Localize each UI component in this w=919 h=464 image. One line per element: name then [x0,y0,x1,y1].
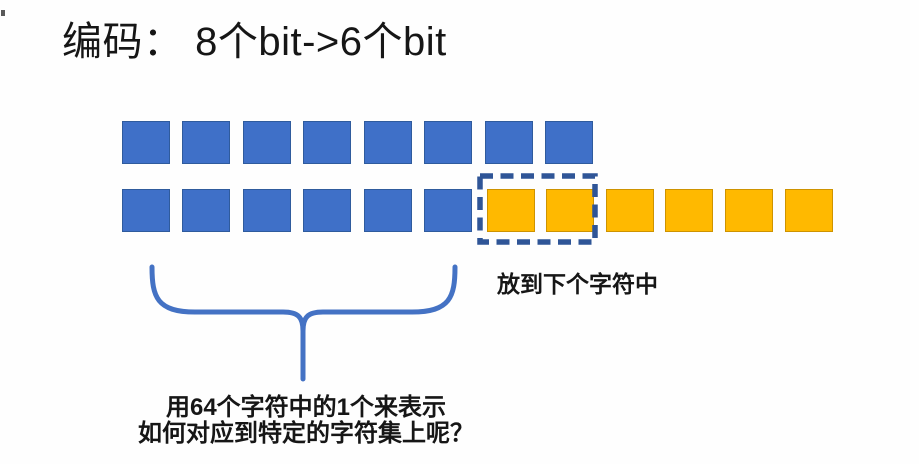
byte-bit-square [485,121,533,164]
encoded-bit-square [303,189,351,232]
brace-left-half [149,264,306,382]
byte-bit-square [122,121,170,164]
byte-bit-square [545,121,593,164]
encoded-bit-square [424,189,472,232]
brace-caption-line1: 用64个字符中的1个来表示 [165,394,447,421]
byte-bit-square [182,121,230,164]
encoded-bit-square [243,189,291,232]
video-artifact [1,10,5,16]
next-char-bit-square [606,189,654,232]
brace-caption-line2: 如何对应到特定的字符集上呢？ [138,420,474,447]
slide-title: 编码： 8个bit->6个bit [62,20,447,64]
byte-bit-square [424,121,472,164]
brace-caption: 用64个字符中的1个来表示 如何对应到特定的字符集上呢？ [138,395,474,447]
encoded-bit-square [364,189,412,232]
overflow-label: 放到下个字符中 [497,271,658,297]
next-char-bit-square [785,189,833,232]
next-char-bit-square [665,189,713,232]
byte-bit-square [243,121,291,164]
encoded-bit-square [182,189,230,232]
brace-right-half [300,264,458,334]
carry-bit-square [546,189,594,232]
next-char-bit-square [725,189,773,232]
byte-bit-square [303,121,351,164]
carry-bit-square [487,189,535,232]
encoded-bit-square [122,189,170,232]
byte-bit-square [364,121,412,164]
